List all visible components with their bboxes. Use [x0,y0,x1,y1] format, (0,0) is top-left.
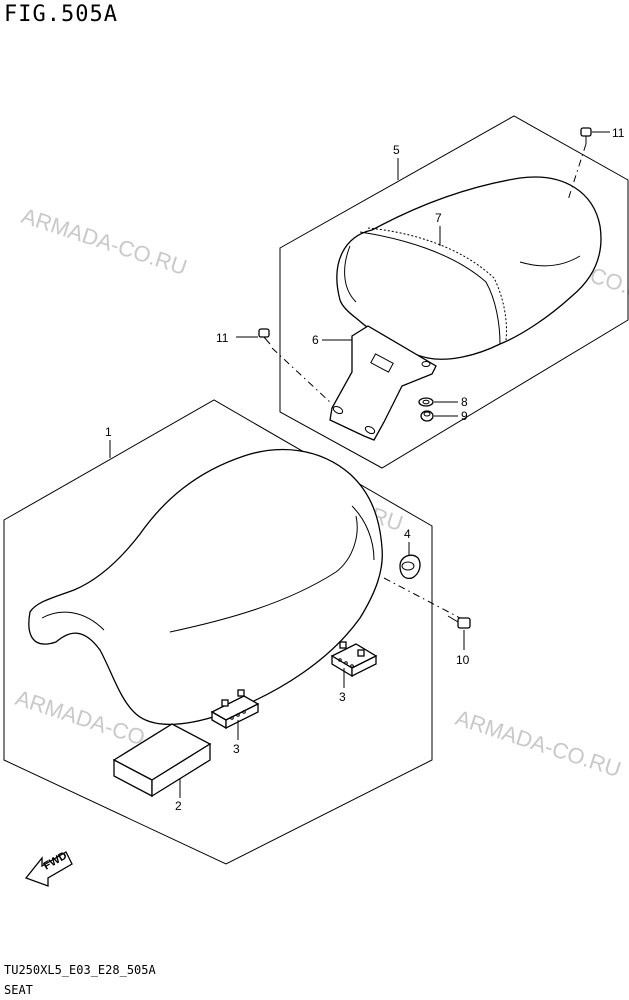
callout-7: 7 [435,211,442,225]
callout-3-left: 3 [233,742,240,756]
leader-cushion-bolt [383,577,461,619]
bolt-11-left [258,328,271,345]
cushion-4 [399,554,421,580]
clip-3-left [210,689,260,730]
leader-bolt-11-left [271,347,333,405]
bolt-10 [447,615,471,629]
callout-6: 6 [312,333,319,347]
callout-10: 10 [456,653,470,667]
callout-2: 2 [175,799,182,813]
bolt-11-upper [580,127,592,144]
nut-9 [420,410,434,422]
callout-1: 1 [105,425,112,439]
fwd-arrow-icon: FWD [24,850,73,887]
callout-3-right: 3 [339,690,346,704]
callout-4: 4 [404,527,411,541]
figure-code: TU250XL5_E03_E28_505A [4,963,156,977]
seat-bracket [329,325,437,441]
rider-seat [28,448,383,726]
watermark-1: ARMADA-CO.RU [18,203,190,280]
clip-3-right [330,641,378,678]
figure-name: SEAT [4,983,33,997]
lower-group-frame [3,399,433,865]
callout-8: 8 [461,395,468,409]
callout-11-left: 11 [216,331,229,345]
callout-11-upper: 11 [612,126,625,140]
washer-8 [418,397,434,407]
watermark-5: ARMADA-CO.RU [452,705,624,782]
part-2-block [112,723,212,798]
figure-title: FIG.505A [4,2,118,27]
callout-9: 9 [461,409,468,423]
upper-group-frame [279,115,629,469]
callout-5: 5 [393,143,400,157]
